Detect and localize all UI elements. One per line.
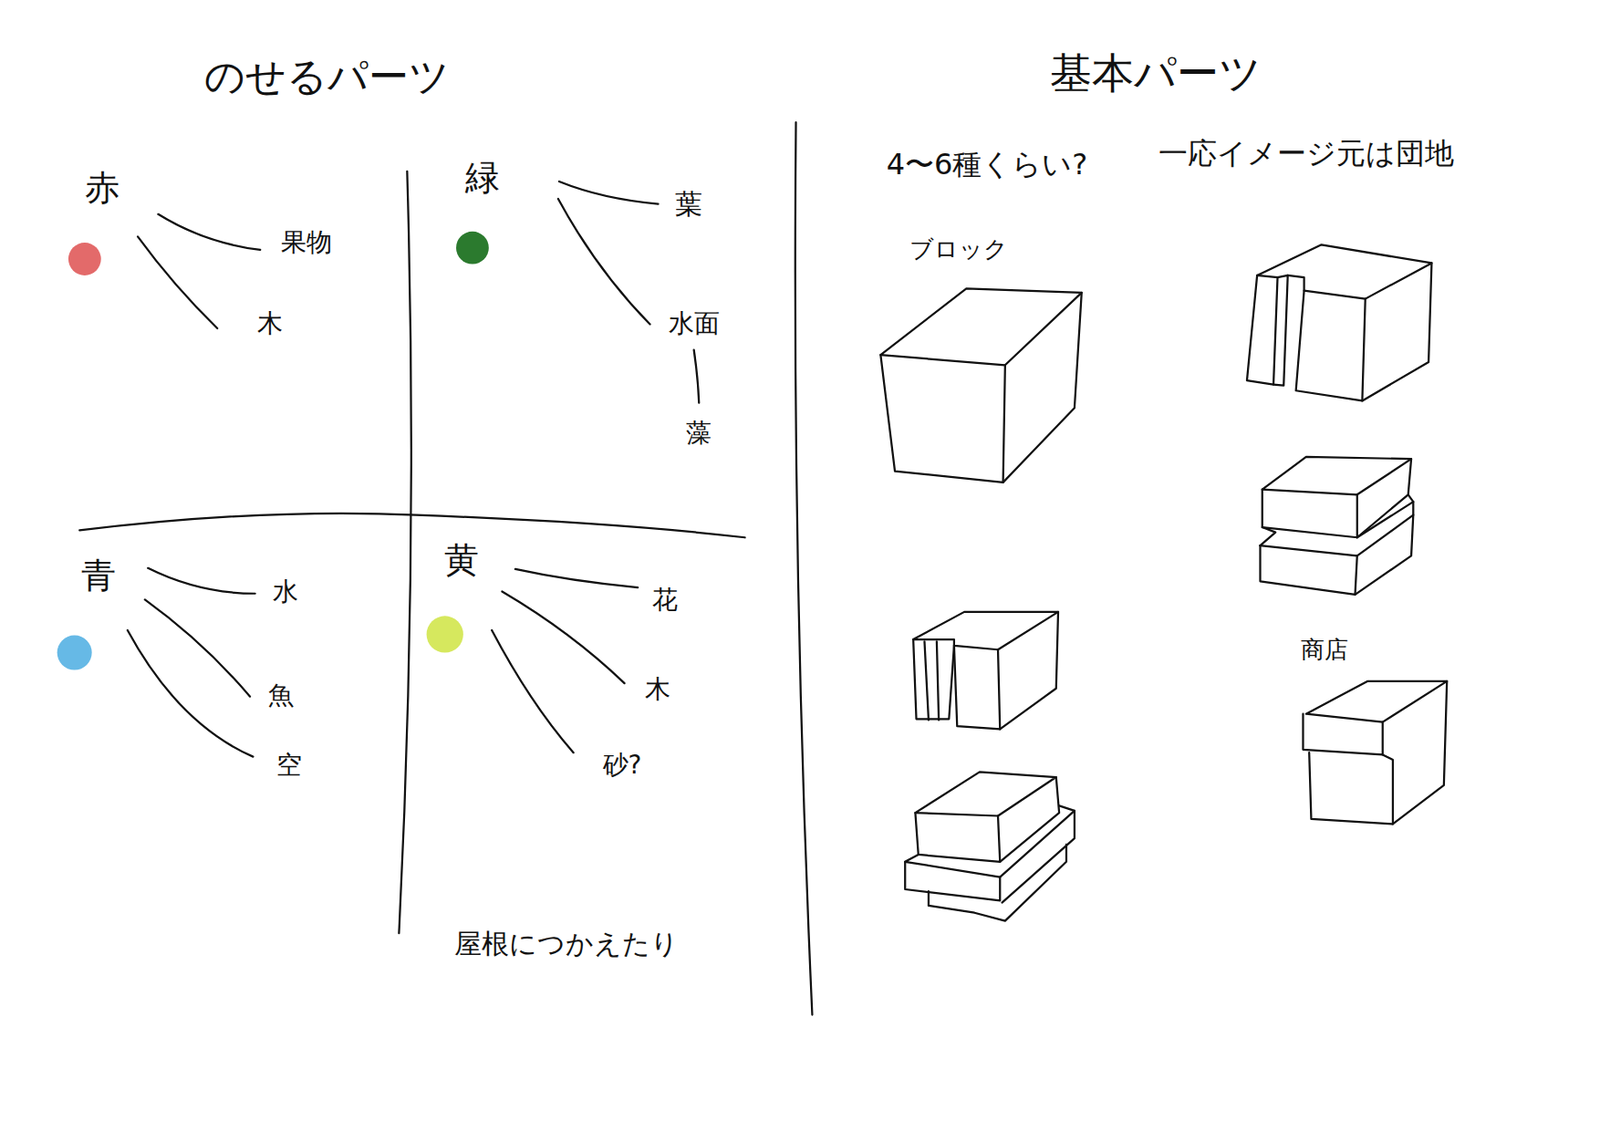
part-name: 砂? [602, 750, 643, 780]
leader-line [694, 350, 700, 404]
color-dot [57, 635, 93, 671]
leader-line [157, 214, 260, 250]
leader-line [501, 592, 624, 685]
part-name: 水面 [668, 309, 720, 339]
part-name: 果物 [280, 228, 333, 258]
block-sketch [1259, 457, 1413, 595]
part-name: ブロック [909, 236, 1008, 264]
color-name: 黄 [444, 540, 479, 582]
part-name: 花 [652, 585, 678, 615]
part-name: 魚 [268, 681, 294, 711]
part-name: 藻 [685, 418, 712, 448]
block-sketch [904, 771, 1075, 921]
divider-line [398, 171, 411, 934]
color-name: 赤 [84, 168, 120, 209]
part-name: 空 [276, 750, 302, 780]
part-name: 水 [272, 577, 299, 607]
part-name: 木 [644, 675, 671, 705]
divider-line [795, 122, 813, 1015]
block-sketch [1246, 244, 1432, 401]
leader-line [559, 181, 659, 205]
leader-line [491, 630, 573, 753]
leader-line [147, 568, 255, 594]
color-dot [68, 242, 102, 276]
leader-line [137, 236, 218, 329]
leader-line [515, 569, 638, 588]
color-dot [426, 615, 464, 653]
leader-line [127, 630, 254, 758]
part-name: 葉 [675, 188, 703, 221]
divider-line [79, 513, 745, 538]
shop-sketch [1302, 681, 1447, 825]
color-name: 緑 [465, 158, 500, 199]
part-name: 木 [257, 309, 283, 339]
note-text: 4〜6種くらい? [886, 147, 1089, 182]
leader-line [558, 198, 651, 325]
color-dot [456, 231, 489, 265]
section-title: 基本パーツ [1049, 49, 1262, 98]
block-sketch [913, 612, 1059, 730]
note-text: 屋根につかえたり [454, 928, 679, 961]
color-name: 青 [81, 556, 116, 597]
part-name: 商店 [1300, 636, 1349, 665]
note-text: 一応イメージ元は団地 [1158, 136, 1455, 171]
block-sketch [880, 288, 1081, 482]
section-title: のせるパーツ [204, 53, 450, 101]
